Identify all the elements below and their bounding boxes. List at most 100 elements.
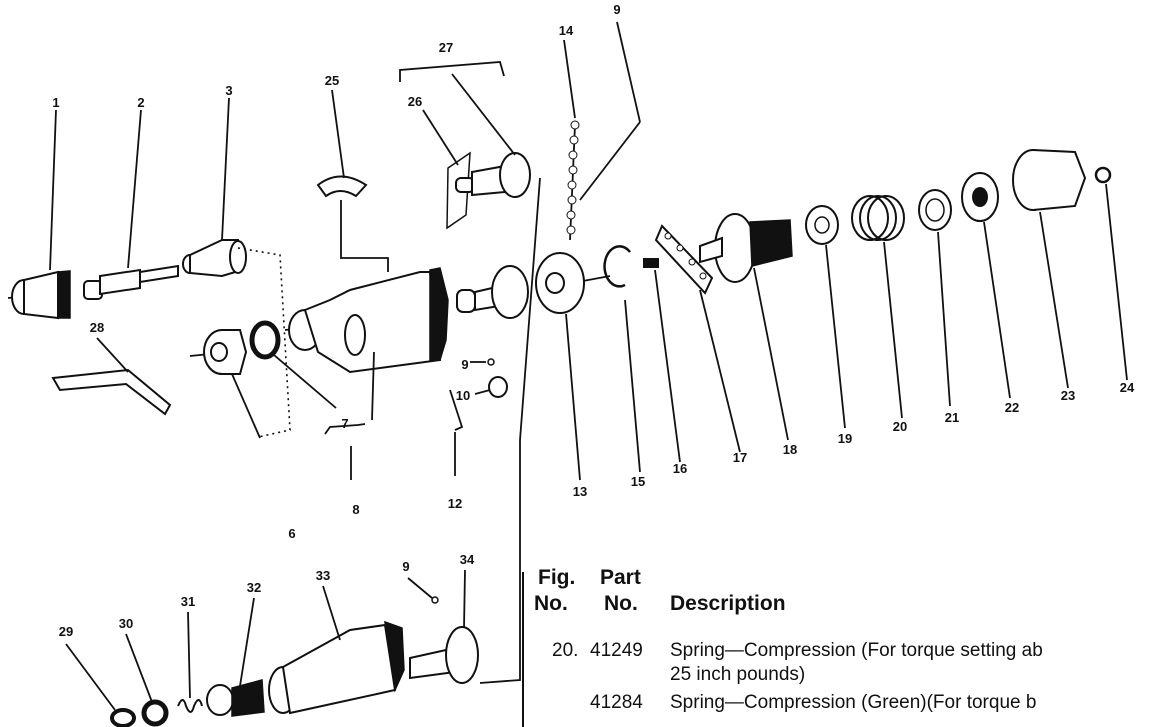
callout-29: 29 — [59, 624, 73, 639]
leader-15 — [624, 299, 641, 473]
leader-34 — [463, 569, 466, 629]
leader-9-top — [616, 21, 641, 123]
part-34-shaft — [409, 596, 479, 684]
callout-32: 32 — [247, 580, 261, 595]
callout-6: 6 — [288, 526, 295, 541]
callout-9-3: 9 — [402, 559, 409, 574]
leader-31 — [187, 611, 191, 699]
callout-28: 28 — [90, 320, 104, 335]
leader-29 — [65, 643, 116, 711]
callout-12: 12 — [448, 496, 462, 511]
leader-10 — [474, 389, 491, 395]
leader-20 — [883, 241, 903, 419]
shaft-guide — [479, 177, 541, 684]
leader-14 — [563, 39, 576, 119]
leader-21 — [937, 231, 951, 407]
callout-17: 17 — [733, 450, 747, 465]
header-part-line1: Part — [600, 566, 641, 589]
part-26-bracket — [446, 151, 471, 230]
key-guide — [340, 200, 389, 272]
part-17-plate — [654, 224, 714, 295]
part-8-housing — [288, 267, 449, 374]
leader-27 — [451, 73, 516, 156]
row-3-part: 41284 — [590, 692, 643, 713]
parts-table: Fig. No. Part No. Description 20. 41249 … — [532, 566, 1149, 727]
leader-33 — [322, 585, 341, 641]
callout-34: 34 — [460, 552, 475, 567]
leader-19 — [825, 244, 846, 429]
leader-26 — [422, 109, 459, 166]
leader-25 — [331, 89, 345, 179]
part-24-ring — [1094, 166, 1112, 184]
leader-3 — [221, 97, 230, 241]
callout-18: 18 — [783, 442, 797, 457]
row-2-description: 25 inch pounds) — [670, 664, 806, 685]
callout-9-2: 9 — [613, 2, 620, 17]
header-description: Description — [670, 592, 786, 615]
part-1-chuck — [11, 270, 71, 320]
part-23-cap — [1012, 149, 1087, 211]
callout-24: 24 — [1120, 380, 1135, 395]
leader-9-top-b — [579, 121, 641, 201]
column-divider — [522, 572, 524, 727]
callout-30: 30 — [119, 616, 133, 631]
callout-3: 3 — [225, 83, 232, 98]
part-32-collar — [206, 679, 265, 717]
callout-7: 7 — [341, 416, 348, 431]
leader-9-lower — [407, 577, 433, 599]
leader-22 — [983, 221, 1011, 399]
row-3-description: Spring—Compression (Green)(For torque b — [670, 692, 1037, 713]
bracket-8 — [324, 423, 366, 435]
part-13-clutch — [535, 252, 585, 314]
callout-8: 8 — [352, 502, 359, 517]
callout-20: 20 — [893, 419, 907, 434]
bracket-12 — [449, 389, 464, 431]
part-29-ring — [110, 708, 136, 727]
part-18-shaft — [699, 213, 793, 283]
part-6-washer — [203, 329, 248, 375]
callout-13: 13 — [573, 484, 587, 499]
callout-14: 14 — [559, 23, 574, 38]
callout-15: 15 — [631, 474, 645, 489]
part-19-hole — [814, 216, 830, 234]
callout-25: 25 — [325, 73, 339, 88]
part-25-key — [316, 175, 368, 198]
callout-33: 33 — [316, 568, 330, 583]
callout-16: 16 — [673, 461, 687, 476]
part-14-balls — [566, 120, 580, 241]
part-21-hole — [925, 198, 945, 222]
callout-21: 21 — [945, 410, 959, 425]
leader-28 — [96, 337, 129, 373]
leader-24 — [1105, 183, 1128, 381]
part-7-o-ring — [249, 320, 281, 360]
header-fig-line2: No. — [534, 592, 568, 615]
row-1-description: Spring—Compression (For torque setting a… — [670, 640, 1043, 661]
callout-2: 2 — [137, 95, 144, 110]
callout-10: 10 — [456, 388, 470, 403]
callout-27: 27 — [439, 40, 453, 55]
part-16-spring — [643, 258, 659, 268]
leader-6 — [231, 373, 261, 439]
leader-18 — [753, 267, 789, 441]
leader-7 — [273, 354, 337, 409]
part-30-ring — [141, 699, 169, 727]
bracket-27 — [399, 61, 505, 82]
part-28-hex-key — [51, 368, 172, 416]
part-33-housing — [268, 620, 405, 715]
header-part-line2: No. — [604, 592, 638, 615]
part-22-nut — [961, 172, 999, 222]
leader-32 — [239, 597, 255, 687]
part-20-spring — [851, 195, 905, 241]
leader-17 — [699, 289, 741, 453]
leader-2 — [127, 109, 142, 269]
callout-9: 9 — [461, 357, 468, 372]
callout-26: 26 — [408, 94, 422, 109]
callout-19: 19 — [838, 431, 852, 446]
callout-31: 31 — [181, 594, 195, 609]
callout-23: 23 — [1061, 388, 1075, 403]
leader-23 — [1039, 211, 1069, 389]
callout-1: 1 — [52, 95, 59, 110]
leader-13 — [565, 313, 581, 481]
